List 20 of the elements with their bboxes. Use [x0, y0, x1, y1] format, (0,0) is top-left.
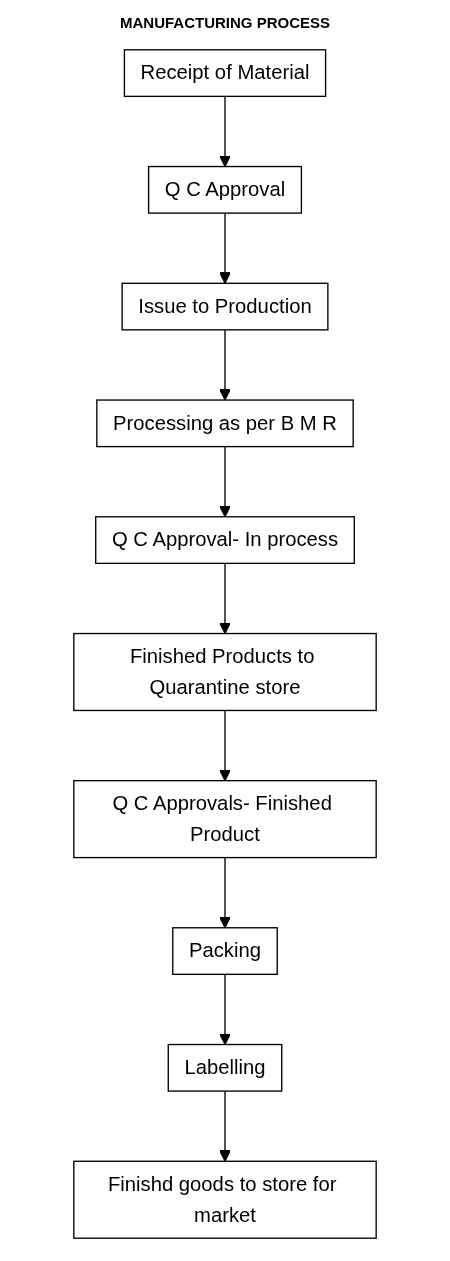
arrow — [219, 856, 231, 929]
node-box: Receipt of Material — [123, 49, 327, 98]
node-box: Q C Approval — [147, 165, 303, 214]
node-box: Issue to Production — [121, 282, 329, 331]
diagram-title: MANUFACTURING PROCESS — [119, 13, 331, 33]
arrow — [219, 562, 231, 635]
node-box: Processing as per B M R — [96, 399, 354, 448]
node-box: Finished Products to Quarantine store — [73, 632, 377, 712]
node-box: Q C Approval- In process — [95, 516, 355, 565]
arrow — [219, 329, 231, 401]
arrow — [219, 445, 231, 518]
arrow — [219, 95, 231, 168]
arrow — [219, 973, 231, 1046]
node-box: Q C Approvals- Finished Product — [73, 780, 377, 859]
arrow — [219, 1090, 231, 1162]
arrow — [219, 709, 231, 782]
arrow — [219, 212, 231, 284]
node-box: Finishd goods to store for market — [73, 1160, 377, 1239]
node-box: Packing — [172, 927, 278, 975]
node-box: Labelling — [167, 1043, 283, 1092]
